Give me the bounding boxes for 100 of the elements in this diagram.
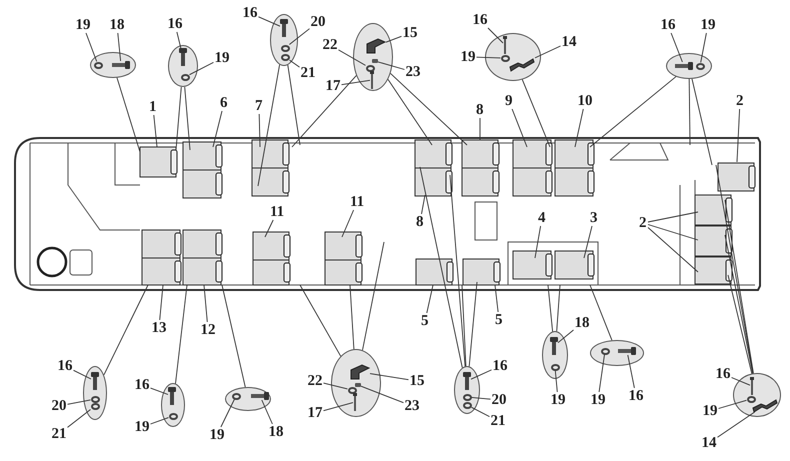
callout-number: 11	[350, 194, 364, 210]
leader-line	[598, 354, 605, 392]
detail-inset	[83, 366, 107, 420]
leader-line	[426, 284, 434, 314]
callout-number: 19	[590, 392, 606, 408]
detail-inset	[666, 53, 712, 79]
leader-line	[534, 46, 561, 58]
leader-line	[724, 200, 754, 374]
callout-number: 1	[149, 99, 156, 115]
callout-number: 5	[495, 312, 502, 328]
leader-line	[556, 284, 560, 332]
leader-line	[558, 330, 574, 344]
leader-line	[204, 284, 208, 322]
washer-icon	[746, 396, 756, 402]
leader-line	[670, 32, 683, 62]
callout-number: 5	[421, 313, 428, 329]
leader-line	[724, 234, 754, 374]
detail-inset	[590, 340, 644, 366]
callout-number: 16	[134, 377, 150, 393]
bracket-icon	[350, 364, 370, 380]
leader-line	[590, 76, 676, 148]
washer-icon	[280, 54, 290, 60]
leader-line	[736, 108, 740, 162]
callout-number: 2	[736, 93, 744, 109]
leader-line	[468, 282, 478, 367]
leader-line	[176, 86, 182, 150]
leader-line	[175, 284, 188, 384]
callout-number: 18	[268, 424, 284, 440]
leader-line	[73, 370, 92, 380]
leader-line	[289, 60, 300, 68]
washer-icon	[94, 62, 102, 68]
screw-icon	[353, 393, 357, 411]
leader-line	[574, 108, 584, 148]
callout-number: 22	[322, 37, 338, 53]
leader-line	[692, 78, 712, 166]
callout-number: 17	[326, 78, 340, 94]
callout-number: 16	[660, 17, 676, 33]
leader-line	[731, 377, 750, 386]
detail-inset	[161, 383, 185, 427]
leader-line	[261, 400, 273, 424]
callout-number: 21	[52, 426, 66, 442]
leader-line	[189, 62, 214, 76]
leader-line	[421, 194, 426, 214]
leader-line	[159, 284, 164, 320]
washer-icon	[462, 394, 472, 400]
bracket-icon	[366, 38, 386, 54]
leader-line	[184, 86, 190, 150]
leader-line	[627, 354, 635, 388]
detail-inset	[225, 387, 271, 411]
callout-number: 2	[639, 215, 646, 231]
detail-inset	[454, 366, 480, 414]
callout-number: 17	[308, 405, 322, 421]
callout-number: 3	[590, 210, 598, 226]
bracket-icon	[509, 57, 535, 71]
callout-number: 14	[702, 435, 716, 451]
bolt-icon	[463, 372, 471, 390]
callout-number: 16	[472, 12, 488, 28]
leader-line	[300, 284, 342, 357]
leader-line	[258, 16, 280, 27]
bolt-icon	[280, 19, 288, 37]
leader-line	[67, 409, 91, 428]
detail-inset	[168, 45, 198, 87]
callout-number: 18	[574, 315, 590, 331]
callout-number: 19	[550, 392, 566, 408]
callout-number: 20	[492, 392, 506, 408]
leader-line	[648, 224, 698, 240]
callout-number: 22	[308, 373, 322, 389]
leader-line	[117, 32, 122, 62]
washer-icon	[550, 364, 560, 370]
callout-number: 21	[490, 413, 506, 429]
callout-number: 23	[406, 64, 420, 80]
leader-line	[323, 402, 354, 412]
leader-line	[116, 77, 140, 152]
leader-line	[688, 78, 690, 146]
leader-line	[67, 399, 91, 405]
leader-line	[264, 220, 274, 238]
leader-line	[176, 32, 182, 48]
callout-number: 19	[134, 419, 150, 435]
callout-number: 19	[76, 17, 90, 33]
bolt-icon	[618, 347, 636, 355]
bolt-icon	[179, 48, 187, 66]
callout-number: 19	[702, 403, 718, 419]
leader-line	[370, 373, 409, 380]
leader-line	[341, 80, 370, 86]
callout-number: 15	[410, 373, 424, 389]
leader-line	[342, 210, 354, 238]
nut-icon	[372, 59, 378, 63]
callout-number: 16	[492, 358, 508, 374]
washer-icon	[696, 62, 704, 70]
detail-inset	[331, 349, 381, 417]
detail-inset	[90, 52, 136, 78]
bolt-icon	[112, 61, 130, 69]
washer-icon	[180, 74, 190, 80]
leader-line	[222, 284, 246, 388]
leader-line	[648, 212, 698, 222]
leader-line	[338, 49, 366, 66]
callout-number: 16	[242, 5, 258, 21]
leader-line	[258, 64, 280, 186]
callout-number: 11	[270, 204, 284, 220]
leader-line	[360, 386, 404, 404]
